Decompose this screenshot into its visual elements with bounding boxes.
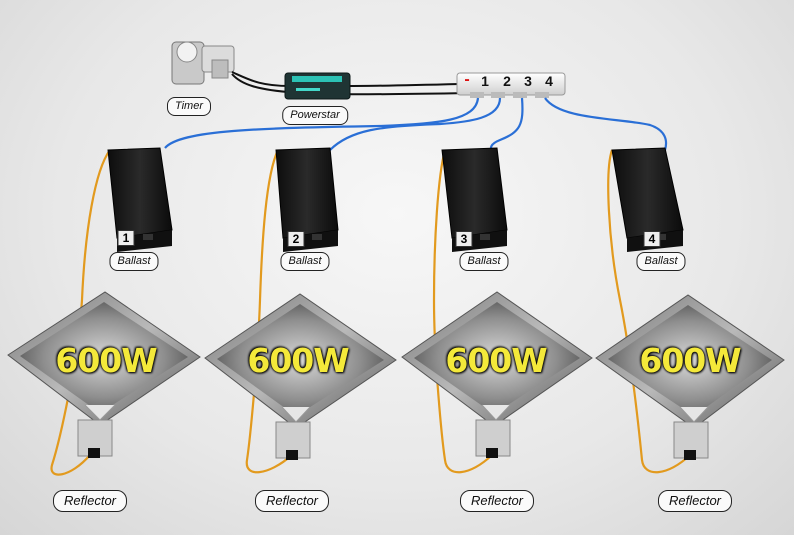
lamp-1-wattage: 600W: [55, 341, 157, 380]
strip-outlet-2: 2: [503, 73, 511, 89]
powerstar-contactor: [284, 72, 351, 100]
ballast-3-label: Ballast: [459, 252, 509, 271]
lamp-2-wattage: 600W: [247, 341, 349, 380]
powerstar-label: Powerstar: [282, 106, 348, 125]
timer-label: Timer: [166, 97, 212, 116]
strip-outlet-4: 4: [545, 73, 553, 89]
strip-outlet-3: 3: [524, 73, 532, 89]
reflector-2: [204, 293, 397, 460]
reflector-2-label: Reflector: [254, 490, 330, 512]
reflector-1: [7, 291, 201, 458]
ballast-3: [441, 147, 508, 252]
power-strip: [456, 72, 566, 98]
ballast-1-label: Ballast: [109, 252, 159, 271]
reflector-4: [595, 294, 785, 460]
lamp-4-wattage: 600W: [639, 341, 741, 380]
timer: [171, 41, 235, 85]
ballast-2: [275, 147, 339, 252]
reflector-3: [401, 291, 593, 458]
strip-minus: -: [464, 71, 470, 88]
strip-outlet-1: 1: [481, 73, 489, 89]
ballast-1-number: 1: [117, 230, 135, 246]
ballast-1: [107, 147, 173, 252]
ballast-2-number: 2: [287, 231, 305, 247]
blue-cables: [164, 97, 668, 153]
reflector-3-label: Reflector: [459, 490, 535, 512]
reflector-1-label: Reflector: [52, 490, 128, 512]
ballast-4-label: Ballast: [636, 252, 686, 271]
ballast-2-label: Ballast: [280, 252, 330, 271]
lamp-3-wattage: 600W: [445, 341, 547, 380]
reflector-4-label: Reflector: [657, 490, 733, 512]
ballast-3-number: 3: [455, 231, 473, 247]
ballast-4-number: 4: [643, 231, 661, 247]
